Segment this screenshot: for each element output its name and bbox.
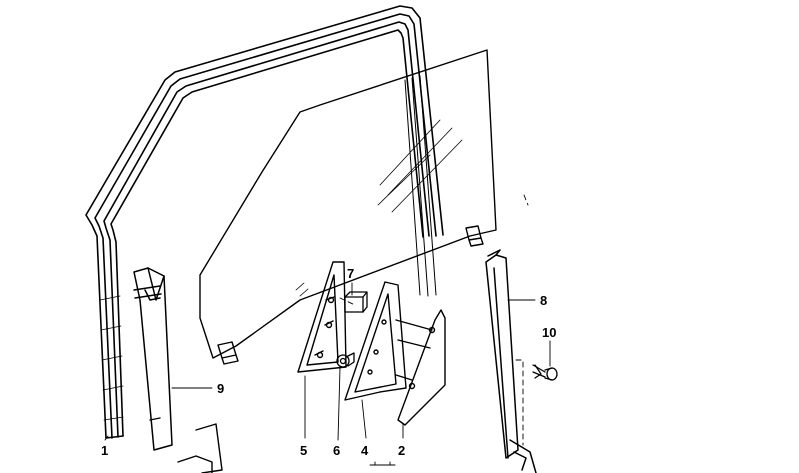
guide-channel bbox=[133, 267, 173, 451]
callout-4: 4 bbox=[361, 443, 369, 458]
callout-8: 8 bbox=[540, 293, 547, 308]
leader-lines bbox=[104, 282, 551, 466]
lower-bracket-left bbox=[149, 417, 223, 473]
rear-guide-rail bbox=[485, 249, 537, 473]
callout-9: 9 bbox=[217, 381, 224, 396]
nut bbox=[336, 352, 355, 368]
callout-5: 5 bbox=[300, 443, 307, 458]
callout-10: 10 bbox=[542, 325, 556, 340]
vent-window-frame bbox=[297, 261, 347, 373]
callout-6: 6 bbox=[333, 443, 340, 458]
callout-1: 1 bbox=[101, 443, 108, 458]
vent-glass-frame bbox=[344, 281, 436, 401]
clip-block bbox=[344, 291, 368, 313]
bolt bbox=[532, 364, 558, 381]
callout-7: 7 bbox=[347, 266, 354, 281]
door-glass-pane bbox=[199, 49, 497, 365]
alignment-lines bbox=[339, 194, 529, 446]
callout-2: 2 bbox=[398, 443, 405, 458]
window-frame-seal bbox=[85, 5, 444, 439]
triangular-glass bbox=[397, 309, 446, 426]
